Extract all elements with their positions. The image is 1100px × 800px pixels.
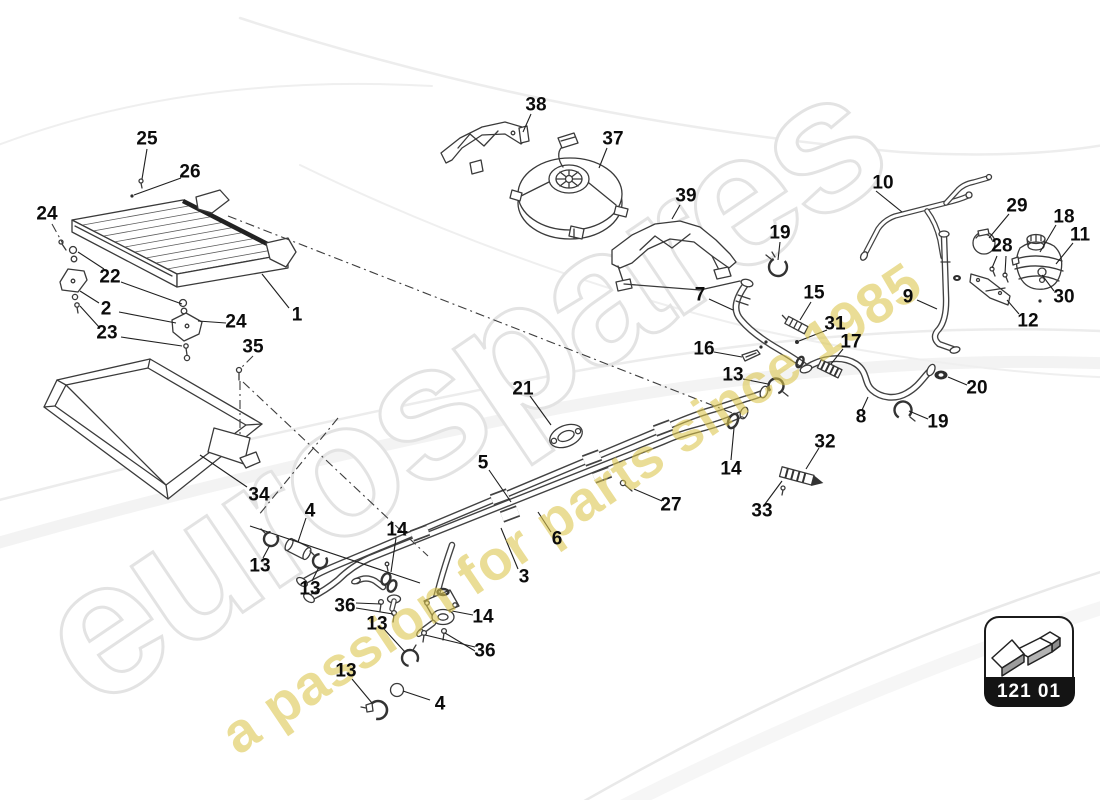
callout-27[interactable]: 27 xyxy=(660,494,682,516)
leader-lines xyxy=(51,113,1074,704)
screw-27 xyxy=(619,479,633,492)
callout-37[interactable]: 37 xyxy=(602,128,624,150)
part-group-badge: 121 01 xyxy=(983,616,1075,707)
fan-bracket-lower xyxy=(611,220,741,292)
callout-20[interactable]: 20 xyxy=(966,377,988,399)
callout-38[interactable]: 38 xyxy=(525,94,547,116)
coolant-pipe-harness xyxy=(859,173,993,261)
s-shaped-hose xyxy=(799,355,936,401)
callout-13[interactable]: 13 xyxy=(335,660,357,682)
callout-30[interactable]: 30 xyxy=(1053,286,1075,308)
callout-17[interactable]: 17 xyxy=(840,331,862,353)
gasket-21 xyxy=(549,423,583,449)
callout-25[interactable]: 25 xyxy=(136,128,158,150)
callout-24[interactable]: 24 xyxy=(225,311,247,333)
pipe-fitting-14-left xyxy=(351,561,402,612)
callout-13[interactable]: 13 xyxy=(249,555,271,577)
callout-5[interactable]: 5 xyxy=(477,452,489,474)
callout-33[interactable]: 33 xyxy=(751,500,773,522)
callout-1[interactable]: 1 xyxy=(291,304,303,326)
long-coolant-pipes xyxy=(296,385,769,609)
callout-23[interactable]: 23 xyxy=(96,322,118,344)
callout-32[interactable]: 32 xyxy=(814,431,836,453)
air-duct xyxy=(43,358,263,500)
callout-26[interactable]: 26 xyxy=(179,161,201,183)
callout-31[interactable]: 31 xyxy=(824,313,846,335)
callout-13[interactable]: 13 xyxy=(722,364,744,386)
callout-11[interactable]: 11 xyxy=(1069,224,1091,246)
callout-3[interactable]: 3 xyxy=(518,566,530,588)
hose-clamp-13-mid xyxy=(767,377,789,397)
retaining-clip-16 xyxy=(741,340,768,362)
radiator-mount-center xyxy=(171,298,203,362)
callout-36[interactable]: 36 xyxy=(474,640,496,662)
callout-2[interactable]: 2 xyxy=(100,298,112,320)
callout-10[interactable]: 10 xyxy=(872,172,894,194)
callout-28[interactable]: 28 xyxy=(991,235,1013,257)
callout-8[interactable]: 8 xyxy=(855,406,867,428)
fan-bracket-upper xyxy=(440,121,530,175)
part-group-code: 121 01 xyxy=(983,676,1075,707)
callout-15[interactable]: 15 xyxy=(803,282,825,304)
tank-screws xyxy=(989,266,1009,283)
expansion-tank xyxy=(1011,233,1064,303)
hose-clamp-13-c xyxy=(400,644,420,668)
callout-12[interactable]: 12 xyxy=(1017,310,1039,332)
callout-9[interactable]: 9 xyxy=(902,286,914,308)
callout-4[interactable]: 4 xyxy=(434,693,446,715)
pin-31 xyxy=(795,340,799,344)
callout-13[interactable]: 13 xyxy=(299,578,321,600)
retaining-clip-17 xyxy=(816,359,843,379)
callout-19[interactable]: 19 xyxy=(769,222,791,244)
exploded-view-arrow-icon xyxy=(991,631,1061,677)
callout-24[interactable]: 24 xyxy=(36,203,58,225)
fastener-screw-25 xyxy=(130,178,144,198)
vent-pipe xyxy=(931,230,961,354)
hose-clamp-19-lower xyxy=(893,400,916,422)
upper-hose xyxy=(732,278,811,372)
retaining-clip-32-33 xyxy=(778,466,824,496)
callout-21[interactable]: 21 xyxy=(512,378,534,400)
callout-13[interactable]: 13 xyxy=(366,613,388,635)
callout-18[interactable]: 18 xyxy=(1053,206,1075,228)
callout-34[interactable]: 34 xyxy=(248,484,270,506)
callout-4[interactable]: 4 xyxy=(304,500,316,522)
callout-7[interactable]: 7 xyxy=(694,284,706,306)
hose-clamp-13-d xyxy=(360,699,389,721)
callout-39[interactable]: 39 xyxy=(675,185,697,207)
callout-35[interactable]: 35 xyxy=(242,336,264,358)
callout-22[interactable]: 22 xyxy=(99,266,121,288)
callout-16[interactable]: 16 xyxy=(693,338,715,360)
callout-14[interactable]: 14 xyxy=(472,606,494,628)
callout-14[interactable]: 14 xyxy=(720,458,742,480)
grommet-20 xyxy=(934,370,948,380)
radiator xyxy=(71,189,297,288)
seal-ring-4 xyxy=(389,682,405,698)
tank-bracket xyxy=(969,273,1011,306)
cooling-fan xyxy=(509,132,629,240)
callout-29[interactable]: 29 xyxy=(1006,195,1028,217)
callout-19[interactable]: 19 xyxy=(927,411,949,433)
retaining-clip-15 xyxy=(781,314,809,335)
callout-6[interactable]: 6 xyxy=(551,528,563,550)
callout-36[interactable]: 36 xyxy=(334,595,356,617)
radiator-mount-left xyxy=(58,239,88,314)
hose-clamp-19-upper xyxy=(765,251,789,278)
callout-14[interactable]: 14 xyxy=(386,519,408,541)
